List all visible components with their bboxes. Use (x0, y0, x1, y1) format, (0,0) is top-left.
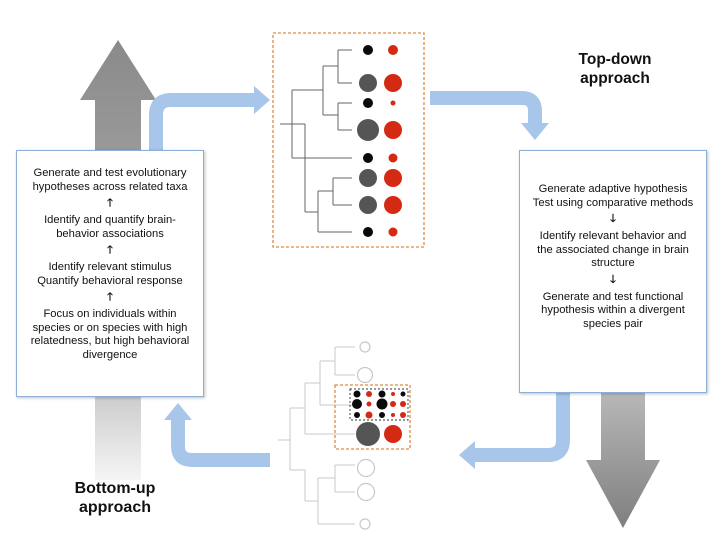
step-line: species or on species with high (32, 321, 188, 334)
top-phylogeny-frame (272, 32, 425, 248)
red-trait-dot (388, 227, 398, 237)
down-arrow-icon: 🡓 (610, 273, 616, 286)
top-phylogeny (272, 32, 425, 248)
top-down-title-line2: approach (580, 70, 650, 87)
gray-trait-dot (359, 74, 377, 92)
step-line: hypothesis within a divergent (541, 304, 685, 316)
gray-trait-dot (359, 169, 377, 187)
flow-arrow-right-to-bottom (459, 393, 570, 469)
bottom-up-title-line1: Bottom-up (74, 480, 156, 497)
top-down-title-line1: Top-down (578, 51, 652, 68)
step-line: Identify relevant stimulus (48, 261, 172, 273)
bottom-detail-frame (349, 388, 409, 421)
step-line: Generate and test functional (542, 290, 684, 303)
top-down-steps-box: Generate adaptive hypothesis Test using … (519, 150, 707, 393)
step-line: Identify and quantify brain- (44, 214, 176, 226)
step-line: Focus on individuals within (43, 308, 177, 320)
red-trait-dot (384, 196, 402, 214)
step-line: Generate and test evolutionary (33, 167, 187, 179)
bottom-up-step-1: Generate and test evolutionary hypothese… (17, 167, 203, 194)
top-down-step-1: Generate adaptive hypothesis Test using … (520, 183, 706, 210)
red-trait-dot (388, 45, 398, 55)
step-line: hypotheses across related taxa (32, 180, 188, 193)
up-arrow-icon: 🡑 (107, 291, 113, 303)
step-line: Generate adaptive hypothesis (538, 183, 688, 195)
bottom-phylogeny (278, 341, 411, 530)
step-line: divergence (82, 348, 138, 361)
bottom-up-step-3: Identify relevant stimulus Quantify beha… (17, 261, 203, 288)
top-down-title: Top-down approach (540, 50, 690, 88)
flow-arrow-bottom-to-left (164, 403, 270, 467)
top-down-step-3: Generate and test functional hypothesis … (520, 291, 706, 332)
bottom-up-steps-box: Generate and test evolutionary hypothese… (16, 150, 204, 397)
step-line: the associated change in brain (537, 243, 689, 256)
bottom-highlight-frame (334, 384, 411, 450)
top-down-step-2: Identify relevant behavior and the assoc… (520, 230, 706, 271)
black-trait-dot (363, 45, 373, 55)
red-trait-dot (384, 74, 402, 92)
red-trait-dot (390, 100, 396, 106)
top-tree-branches (280, 49, 352, 233)
flow-arrow-top-to-right (430, 91, 549, 140)
bottom-detail-dots (352, 390, 406, 446)
gray-trait-dot (357, 119, 379, 141)
red-trait-dot (384, 121, 402, 139)
step-line: behavior associations (56, 227, 164, 240)
up-arrow-icon: 🡑 (107, 244, 113, 256)
bottom-up-step-2: Identify and quantify brain- behavior as… (17, 214, 203, 241)
black-trait-dot (363, 227, 373, 237)
bottom-up-step-4: Focus on individuals within species or o… (17, 308, 203, 362)
bottom-up-title-line2: approach (78, 499, 151, 516)
step-line: Quantify behavioral response (37, 274, 183, 287)
step-line: structure (591, 257, 635, 269)
step-line: relatedness, but high behavioral (30, 335, 190, 347)
step-line: species pair (583, 317, 643, 330)
red-trait-dot (384, 169, 402, 187)
bottom-up-title: Bottom-up approach (30, 479, 200, 517)
top-tree-dots (357, 45, 402, 237)
down-arrow-icon: 🡓 (610, 213, 616, 225)
bottom-tree-empty-circles (356, 341, 376, 530)
up-arrow-icon: 🡑 (107, 197, 113, 209)
gray-trait-dot (359, 196, 377, 214)
red-trait-dot (388, 153, 398, 163)
step-line: Test using comparative methods (532, 196, 694, 209)
black-trait-dot (363, 153, 373, 163)
bottom-tree-branches (278, 346, 355, 525)
step-line: Identify relevant behavior and (539, 230, 687, 242)
flow-arrow-left-to-top (149, 86, 270, 150)
black-trait-dot (363, 98, 373, 108)
